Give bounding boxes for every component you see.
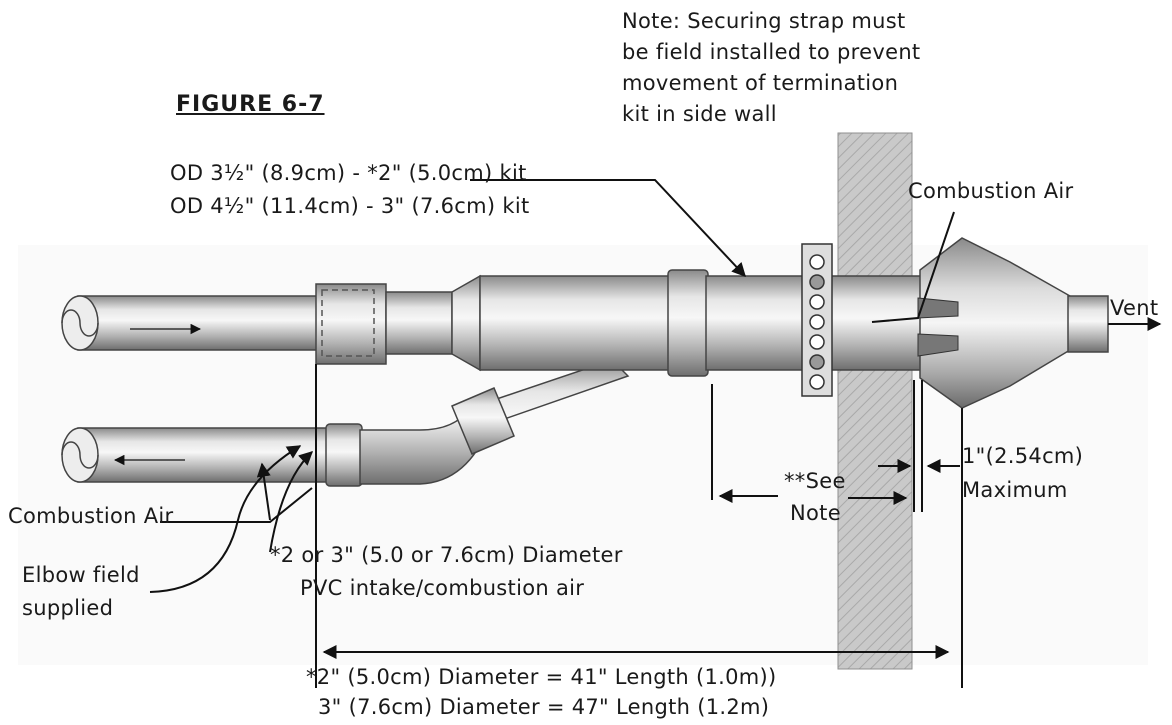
dimension-lines	[315, 364, 963, 688]
strap-note-line-2: be field installed to prevent	[622, 40, 921, 64]
see-note-label-line-2: Note	[790, 501, 841, 525]
pvc-label-line-2: PVC intake/combustion air	[300, 576, 585, 600]
strap-note-line-3: movement of termination	[622, 71, 899, 95]
vent-label: Vent	[1110, 296, 1159, 320]
leader-lines	[149, 179, 955, 593]
elbow-label-line-2: supplied	[22, 596, 114, 620]
termination-cap	[917, 237, 1162, 409]
max-label-line-1: 1"(2.54cm)	[962, 444, 1084, 468]
figure-title: FIGURE 6-7	[176, 92, 325, 117]
elbow-label-line-1: Elbow field	[22, 563, 140, 587]
od-label-line-1: OD 3½" (8.9cm) - *2" (5.0cm) kit	[170, 161, 527, 185]
see-note-label-line-1: **See	[784, 469, 846, 493]
strap-note-line-4: kit in side wall	[622, 102, 777, 126]
length-label-line-1: *2" (5.0cm) Diameter = 41" Length (1.0m)…	[306, 665, 777, 689]
pvc-label-line-1: *2 or 3" (5.0 or 7.6cm) Diameter	[270, 543, 623, 567]
length-label-line-2: 3" (7.6cm) Diameter = 47" Length (1.2m)	[318, 695, 770, 719]
od-label-line-2: OD 4½" (11.4cm) - 3" (7.6cm) kit	[170, 194, 530, 218]
strap-note-line-1: Note: Securing strap must	[622, 9, 906, 33]
max-label-line-2: Maximum	[962, 478, 1068, 502]
side-wall	[837, 132, 913, 670]
vent-pipe	[61, 243, 925, 397]
combustion-air-label-left: Combustion Air	[8, 504, 174, 528]
combustion-air-label-top: Combustion Air	[908, 179, 1074, 203]
